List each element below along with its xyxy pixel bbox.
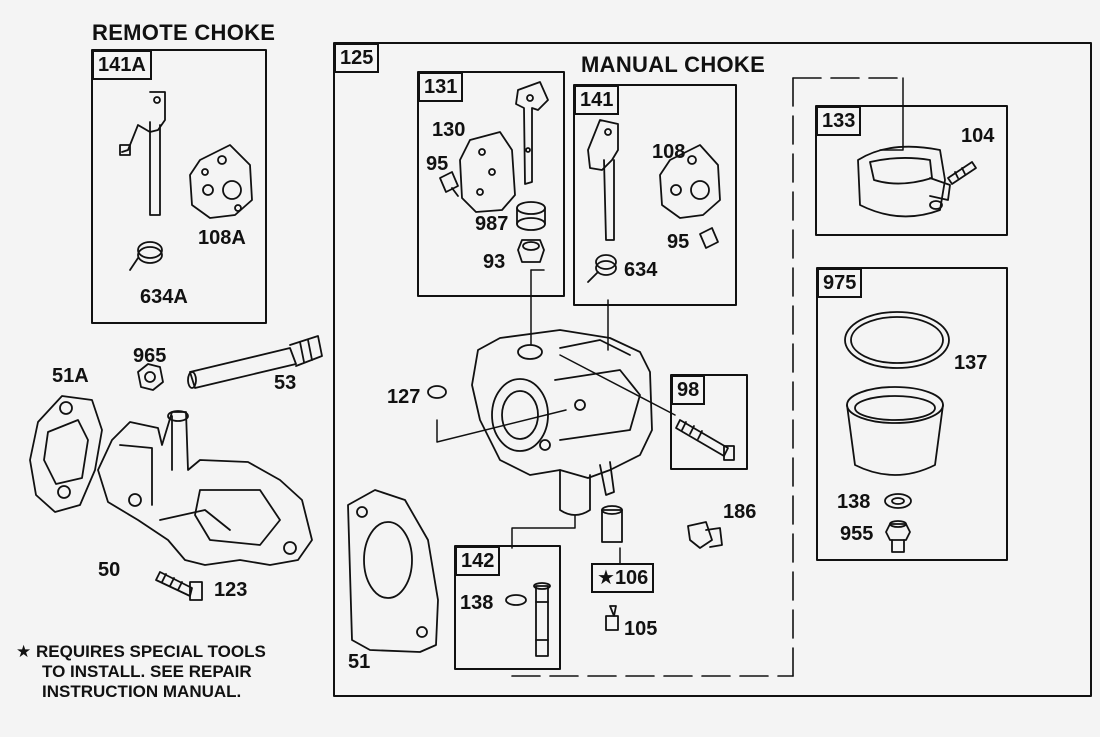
spring-634 (587, 254, 617, 283)
frame-kit-131 (417, 71, 565, 297)
special-tools-note-line2: TO INSTALL. SEE REPAIR (42, 662, 252, 681)
leader-lines (436, 77, 904, 567)
choke-shaft-remote (119, 91, 166, 216)
mounting-gasket-51 (347, 489, 439, 653)
idle-screw-98 (675, 419, 735, 461)
manual-choke-title: MANUAL CHOKE (581, 52, 766, 77)
special-tools-note-line3: INSTRUCTION MANUAL. (42, 682, 242, 701)
kit-tag-141: 141 (574, 85, 620, 115)
kit-tag-106-number: 106 (614, 567, 649, 589)
kit-tag-125: 125 (334, 43, 380, 73)
part-label-93: 93 (483, 251, 506, 273)
part-label-51: 51 (348, 651, 371, 673)
washer-127 (427, 385, 447, 399)
oring-137 (844, 311, 950, 369)
special-tools-note-line1: ★ REQUIRES SPECIAL TOOLS (16, 642, 266, 661)
air-cleaner-base-133 (857, 145, 951, 218)
part-label-53: 53 (274, 372, 297, 394)
kit-tag-142: 142 (455, 546, 501, 576)
kit-tag-133: 133 (816, 106, 862, 136)
part-label-50: 50 (98, 559, 121, 581)
part-label-51A: 51A (52, 365, 89, 387)
part-label-123: 123 (214, 579, 248, 601)
intake-elbow-50 (97, 410, 313, 566)
part-label-138-kit142: 138 (460, 592, 494, 614)
gasket-108A (189, 144, 253, 219)
part-label-95-kit141: 95 (667, 231, 690, 253)
kit-tag-106: ★106 (591, 563, 655, 593)
part-label-105: 105 (624, 618, 658, 640)
frame-kit-975 (816, 267, 1008, 561)
seal-93 (517, 239, 545, 263)
nut-965 (137, 363, 164, 391)
part-label-965: 965 (133, 345, 167, 367)
part-label-955: 955 (840, 523, 874, 545)
part-label-987: 987 (475, 213, 509, 235)
kit-tag-98: 98 (671, 375, 706, 405)
kit-tag-131: 131 (418, 72, 464, 102)
part-label-130: 130 (432, 119, 466, 141)
frame-manual-choke-125 (333, 42, 1092, 697)
part-label-104: 104 (961, 125, 995, 147)
part-label-634A: 634A (140, 286, 188, 308)
choke-plate-130 (459, 131, 516, 213)
main-jet-142 (533, 582, 551, 657)
divider-dashed (511, 77, 904, 677)
star-icon: ★ (597, 567, 615, 589)
star-icon: ★ (16, 642, 32, 661)
carburetor-body (471, 329, 653, 516)
bowl-nut-955 (885, 520, 911, 553)
screw-123 (155, 571, 203, 601)
gasket-51A (29, 395, 103, 513)
frame-remote-choke-141A (91, 49, 267, 324)
screw-104 (947, 161, 977, 185)
part-label-137: 137 (954, 352, 988, 374)
bushing-987 (516, 201, 546, 231)
part-label-108: 108 (652, 141, 686, 163)
remote-choke-title: REMOTE CHOKE (92, 20, 276, 45)
stud-53 (187, 335, 323, 389)
frame-kit-133 (815, 105, 1008, 236)
seat-106 (601, 505, 623, 543)
choke-shaft-131 (515, 81, 549, 185)
washer-138-bowl (884, 493, 912, 509)
screw-95-kit141 (699, 227, 719, 249)
bowl-975 (846, 386, 944, 476)
part-label-138-bowl: 138 (837, 491, 871, 513)
frame-kit-98 (670, 374, 748, 470)
choke-lever-141 (587, 119, 619, 241)
part-label-186: 186 (723, 501, 757, 523)
washer-138-kit142 (505, 594, 527, 606)
part-label-634: 634 (624, 259, 658, 281)
part-label-127: 127 (387, 386, 421, 408)
part-label-108A: 108A (198, 227, 246, 249)
gasket-108 (659, 144, 721, 219)
special-tools-note: ★ REQUIRES SPECIAL TOOLS TO INSTALL. SEE… (16, 642, 266, 702)
frame-kit-141 (573, 84, 737, 306)
spring-634A (129, 241, 163, 271)
needle-105 (605, 605, 619, 631)
part-label-95-kit131: 95 (426, 153, 449, 175)
frame-kit-142 (454, 545, 561, 670)
kit-tag-141A: 141A (92, 50, 152, 80)
fitting-186 (687, 521, 723, 549)
screw-95-kit131 (439, 171, 459, 197)
kit-tag-975: 975 (817, 268, 863, 298)
